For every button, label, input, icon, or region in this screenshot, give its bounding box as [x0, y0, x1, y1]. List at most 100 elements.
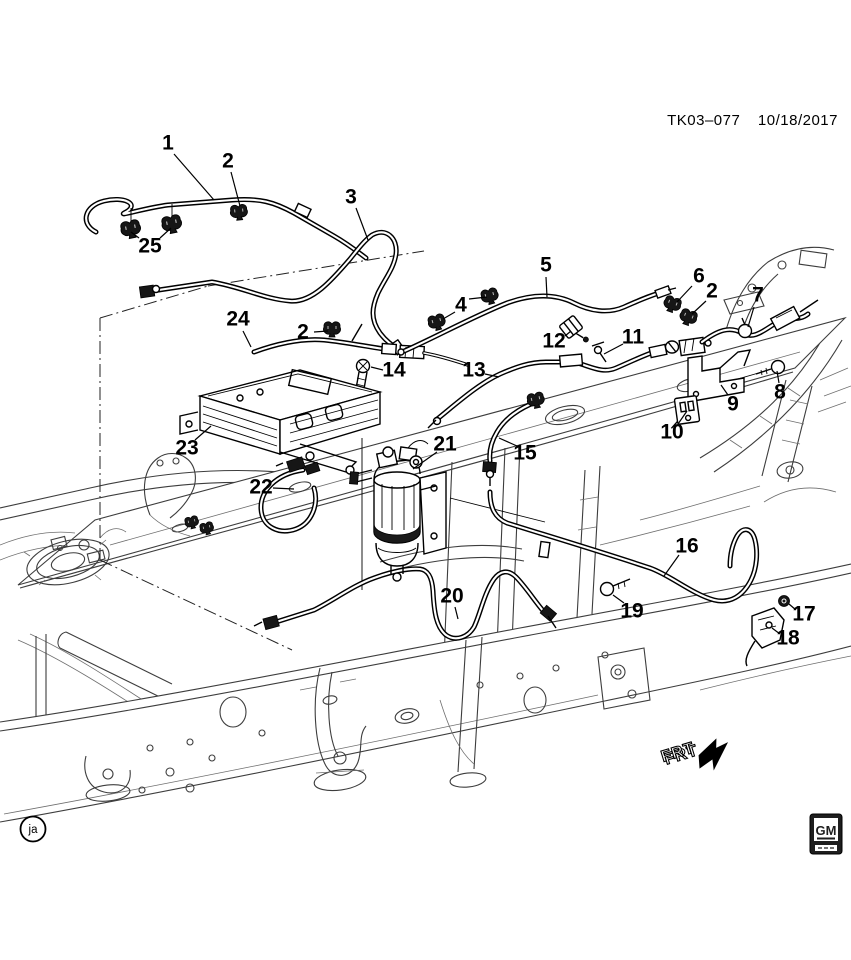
callout-number-20: 20: [440, 585, 463, 608]
callout-number-15: 15: [513, 442, 537, 465]
callout-number-8: 8: [774, 381, 786, 404]
author-mark: ja: [19, 815, 47, 843]
callout-21: 21: [412, 433, 457, 470]
callout-number-2: 2: [297, 321, 309, 344]
pipe-clip-25b: [159, 213, 184, 236]
callout-leader-4: [442, 311, 456, 320]
callout-22: 22: [249, 476, 295, 499]
callout-number-1: 1: [162, 132, 174, 155]
front-direction-marker: FRT FRT: [659, 738, 729, 771]
callout-12: 12: [542, 330, 572, 353]
pipe-clip-6: [661, 293, 684, 315]
callout-leader-1: [173, 153, 215, 201]
nut-17: [778, 595, 790, 607]
callout-24: 24: [226, 308, 252, 348]
callout-leader-25: [159, 227, 172, 239]
pipe-clip-2b: [322, 321, 342, 338]
callout-2: 2: [691, 280, 718, 315]
callout-leader-2: [313, 330, 329, 333]
callout-number-2: 2: [706, 280, 718, 303]
callout-2: 2: [297, 321, 329, 344]
callout-20: 20: [440, 585, 464, 620]
callout-leader-6: [676, 285, 693, 303]
callout-number-5: 5: [540, 254, 552, 277]
callout-leader-4: [468, 296, 488, 300]
callout-number-24: 24: [226, 308, 250, 331]
callout-19: 19: [612, 594, 644, 623]
callout-leader-20: [454, 606, 459, 620]
author-mark-label: ja: [28, 824, 39, 836]
bracket-9: [687, 349, 752, 403]
callout-25: 25: [130, 227, 172, 258]
callout-6: 6: [676, 265, 705, 303]
callout-leader-21: [412, 451, 438, 470]
callout-3: 3: [345, 186, 369, 241]
callout-9: 9: [720, 384, 739, 416]
callout-4: 4: [442, 294, 488, 320]
connector-12: [559, 315, 589, 343]
callout-leader-22: [272, 487, 295, 490]
callout-number-10: 10: [660, 421, 683, 444]
callout-8: 8: [774, 370, 786, 404]
callout-13: 13: [462, 359, 500, 382]
callout-number-18: 18: [776, 627, 800, 650]
callout-leader-23: [194, 425, 212, 441]
callout-number-22: 22: [249, 476, 272, 499]
drawing-header: TK03–077 10/18/2017: [667, 112, 838, 129]
svg-text:TK03–077 10/18/2017: TK03–077 10/18/2017: [667, 112, 838, 129]
callout-number-14: 14: [382, 359, 406, 382]
callout-leader-16: [663, 554, 680, 577]
callout-leader-2: [691, 300, 707, 315]
callout-leader-14: [370, 366, 384, 371]
callout-7: 7: [747, 284, 764, 328]
callout-11: 11: [603, 326, 645, 355]
callout-number-11: 11: [622, 326, 645, 349]
callout-number-21: 21: [433, 433, 457, 456]
callout-leader-5: [545, 276, 548, 298]
callout-number-7: 7: [752, 284, 764, 307]
callout-leader-18: [771, 627, 781, 635]
fuel-pipe-3: [152, 232, 398, 349]
callout-number-9: 9: [727, 393, 739, 416]
fuel-pipe-16: [490, 492, 757, 601]
callout-number-19: 19: [620, 600, 643, 623]
callout-leader-10: [677, 410, 688, 425]
callout-23: 23: [175, 425, 212, 460]
hose-clamp: [737, 323, 753, 339]
bracket-clip-10: [670, 395, 701, 429]
callout-leader-3: [355, 207, 369, 241]
pipe-clip-2a: [229, 203, 249, 222]
drawing-date: 10/18/2017: [758, 112, 838, 129]
bracket-18: [745, 607, 785, 667]
callout-15: 15: [498, 437, 537, 465]
callout-number-12: 12: [542, 330, 565, 353]
callout-number-6: 6: [693, 265, 705, 288]
callout-leader-13: [484, 373, 500, 378]
callout-14: 14: [370, 359, 406, 382]
callout-5: 5: [540, 254, 552, 298]
callout-leader-24: [242, 330, 252, 348]
gm-logo-text: GM: [816, 823, 837, 838]
gm-logo: GM: [809, 813, 843, 855]
callout-leader-9: [720, 384, 729, 396]
callout-number-25: 25: [138, 235, 162, 258]
callout-18: 18: [771, 627, 800, 650]
module-23: [179, 368, 383, 475]
callout-leader-12: [564, 330, 572, 337]
fuel-pipe-20: [276, 569, 545, 638]
callout-number-2: 2: [222, 150, 234, 173]
callout-17: 17: [788, 603, 816, 626]
frt-arrow-icon: [698, 738, 729, 771]
callout-leader-17: [788, 603, 797, 611]
bolt-14: [355, 358, 371, 390]
callout-2: 2: [222, 150, 241, 207]
pipe-clip-4a: [426, 312, 448, 333]
callout-leader-7: [747, 306, 755, 328]
fuel-filter-21: [349, 440, 447, 582]
callout-number-4: 4: [455, 294, 467, 317]
callout-1: 1: [162, 132, 215, 201]
callout-number-16: 16: [675, 535, 698, 558]
